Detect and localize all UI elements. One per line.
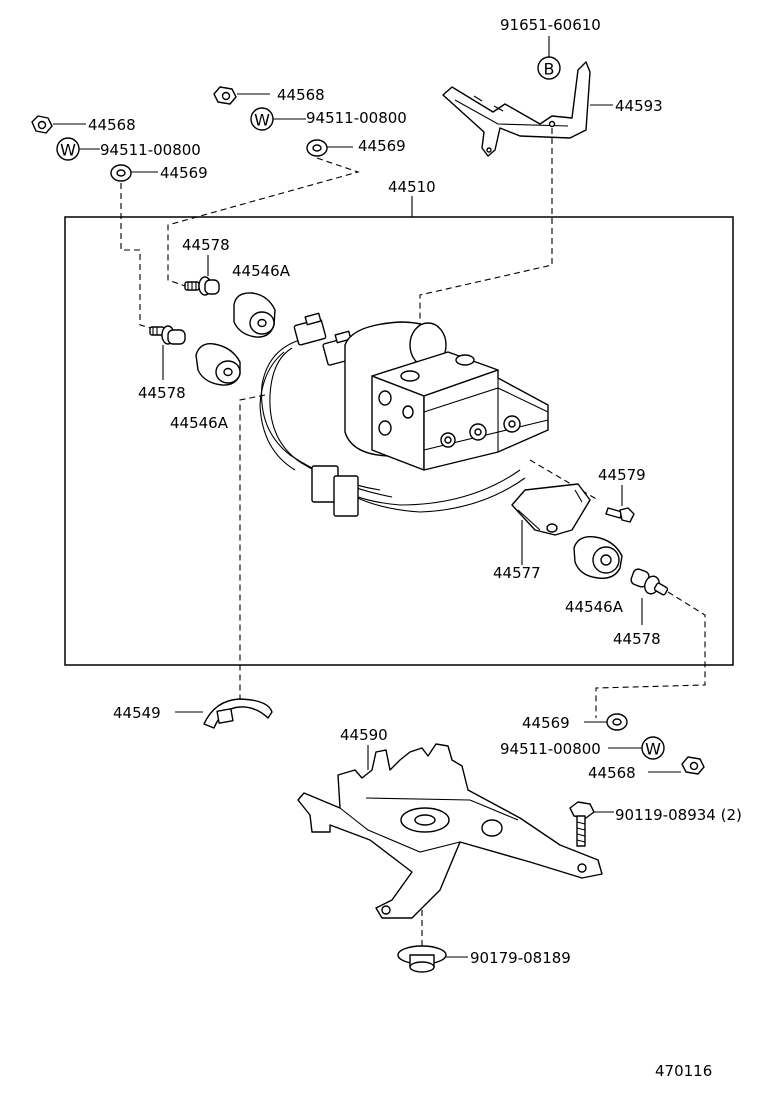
connector-bottom — [311, 465, 359, 517]
dash-stack-a — [120, 183, 159, 331]
label-94511-00800-c: 94511-00800 — [500, 740, 601, 758]
label-44579: 44579 — [598, 466, 646, 484]
w-mark-letter-3: W — [645, 740, 661, 759]
label-94511-00800-a: 94511-00800 — [100, 141, 201, 159]
stud-44578-b — [149, 325, 186, 345]
figure-number: 470116 — [655, 1062, 712, 1080]
label-44569-a: 44569 — [160, 164, 208, 182]
label-44546A-a: 44546A — [232, 262, 291, 280]
label-44568-a: 44568 — [88, 116, 136, 134]
stud-44578-a — [184, 276, 220, 296]
label-44593: 44593 — [615, 97, 663, 115]
label-44568-c: 44568 — [588, 764, 636, 782]
stud-44578-c — [630, 568, 669, 596]
w-mark-letter-2: W — [254, 111, 270, 130]
label-94511-00800-b: 94511-00800 — [306, 109, 407, 127]
label-91651-60610: 91651-60610 — [500, 16, 601, 34]
bushing-44546A-b — [195, 343, 241, 386]
label-44546A-b: 44546A — [170, 414, 229, 432]
label-90179-08189: 90179-08189 — [470, 949, 571, 967]
bracket-44577 — [511, 483, 591, 536]
bushing-44546A-c — [573, 536, 623, 579]
nut-44568-c — [681, 756, 705, 775]
label-44546A-c: 44546A — [565, 598, 624, 616]
label-44549: 44549 — [113, 704, 161, 722]
dash-stack-c — [595, 591, 706, 718]
dash-stack-b — [167, 157, 360, 288]
dash-bracket-b — [419, 128, 553, 370]
clamp-44549 — [203, 698, 273, 729]
w-mark-letter-1: W — [60, 141, 76, 160]
label-44568-b: 44568 — [277, 86, 325, 104]
nut-44568-a — [31, 115, 53, 134]
bracket-44593 — [442, 61, 591, 157]
spacer-44569-b — [306, 139, 328, 157]
nut-44568-b — [213, 86, 237, 105]
abs-actuator-assembly — [259, 312, 549, 517]
assembly-frame — [64, 216, 734, 666]
label-44578-a: 44578 — [182, 236, 230, 254]
b-mark-letter: B — [544, 60, 555, 79]
connector-top-a — [293, 312, 327, 346]
label-44578-c: 44578 — [613, 630, 661, 648]
base-bracket-44590 — [297, 743, 603, 919]
spacer-44569-c — [606, 713, 628, 731]
label-44578-b: 44578 — [138, 384, 186, 402]
dash-clamp — [239, 394, 266, 700]
nut-90179 — [397, 945, 447, 973]
dash-bracket-44579 — [529, 459, 599, 501]
bolt-90119 — [569, 801, 595, 847]
bushing-44546A-a — [233, 292, 276, 338]
label-90119-08934: 90119-08934 (2) — [615, 806, 742, 824]
label-44590: 44590 — [340, 726, 388, 744]
label-44577: 44577 — [493, 564, 541, 582]
label-44510: 44510 — [388, 178, 436, 196]
label-44569-b: 44569 — [358, 137, 406, 155]
spacer-44569-a — [110, 164, 132, 182]
label-44569-c: 44569 — [522, 714, 570, 732]
bolt-44579 — [605, 507, 635, 523]
